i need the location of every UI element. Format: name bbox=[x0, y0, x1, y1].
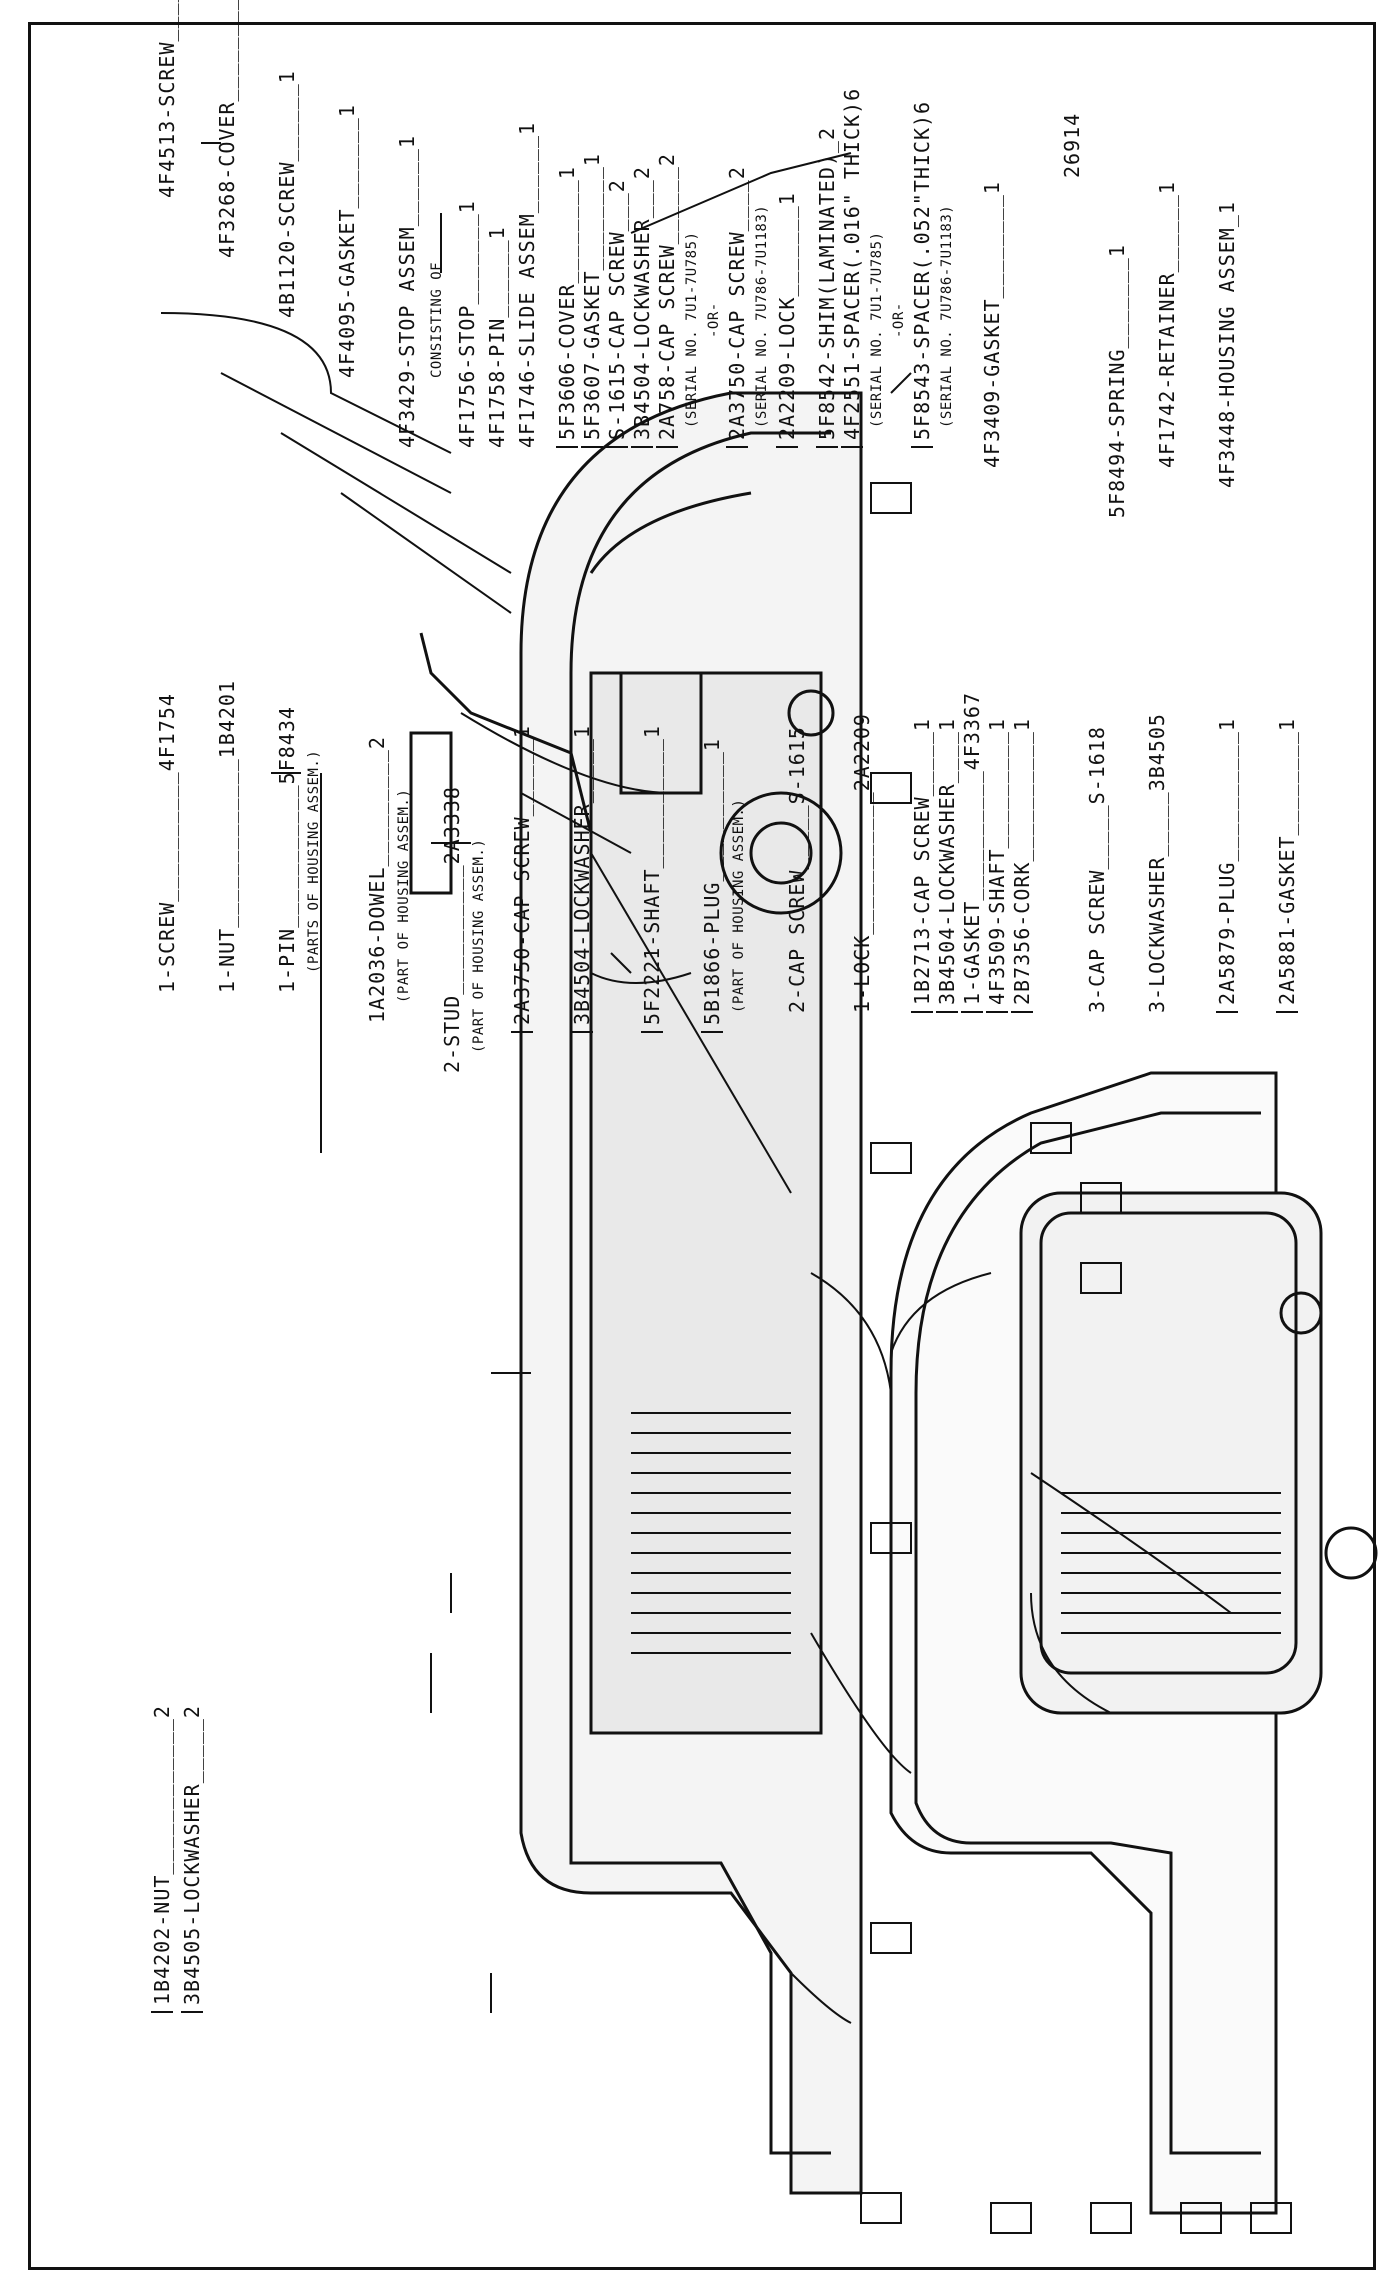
part-label: 3B4504-LOCKWASHER____1 bbox=[935, 718, 959, 1013]
part-label: 4B1120-SCREW______1 bbox=[275, 70, 299, 318]
callout-brackets bbox=[201, 142, 531, 2013]
part-note: (SERIAL NO. 7U1-7U785) bbox=[684, 231, 700, 428]
part-label: 5F8542-SHIM(LAMINATED)_2 bbox=[815, 127, 839, 448]
part-label: 5F3606-COVER________1 bbox=[555, 166, 579, 448]
part-label: 4F1742-RETAINER______1 bbox=[1155, 181, 1179, 468]
part-note: CONSISTING OF bbox=[429, 261, 445, 378]
part-note: (PART OF HOUSING ASSEM.) bbox=[731, 798, 747, 1013]
rotated-drawing: 26914 4F4513-SCREW______1 4F3268-COVER__… bbox=[31, 0, 1379, 2273]
part-label: 4F3429-STOP ASSEM______1 bbox=[395, 135, 419, 448]
part-label: 5F8494-SPRING_______1 bbox=[1105, 244, 1129, 518]
part-note: (PARTS OF HOUSING ASSEM.) bbox=[306, 749, 322, 973]
drawing-frame: 26914 4F4513-SCREW______1 4F3268-COVER__… bbox=[28, 0, 1379, 2273]
part-note: (PART OF HOUSING ASSEM.) bbox=[471, 838, 487, 1053]
part-label: 4F3268-COVER___________1 bbox=[215, 0, 239, 258]
assembly-drawing bbox=[160, 142, 1378, 2234]
part-label: 2A3750-CAP SCREW______1 bbox=[510, 725, 534, 1033]
exterior-view bbox=[889, 1071, 1378, 2234]
part-label: 3B4505-LOCKWASHER_____2 bbox=[180, 1705, 204, 2013]
part-label: 5F8543-SPACER(.052"THICK)6 bbox=[910, 100, 934, 448]
part-label: 2A3750-CAP SCREW____2 bbox=[725, 166, 749, 448]
part-label: 4F3448-HOUSING ASSEM_1 bbox=[1215, 201, 1239, 488]
part-label: S-1615-CAP SCREW___2 bbox=[605, 179, 629, 448]
part-label: 1-SCREW__________4F1754 bbox=[155, 693, 179, 993]
part-label: 5F2221-SHAFT__________1 bbox=[640, 725, 664, 1033]
part-label: 1-PIN___________5F8434 bbox=[275, 706, 299, 993]
part-label: 3B4504-LOCKWASHER_____1 bbox=[570, 725, 594, 1033]
part-note: -OR- bbox=[706, 302, 722, 338]
part-label: 4F3509-SHAFT_________1 bbox=[985, 718, 1009, 1013]
part-label: 2A5879-PLUG__________1 bbox=[1215, 718, 1239, 1013]
part-label: 3-LOCKWASHER_____3B4505 bbox=[1145, 713, 1169, 1013]
part-label: 4F2551-SPACER(.016" THICK)6 bbox=[840, 87, 864, 448]
leader-lines bbox=[160, 152, 1232, 2024]
part-label: 1B4202-NUT____________2 bbox=[150, 1705, 174, 2013]
section-view bbox=[409, 391, 912, 2224]
part-label: 1B2713-CAP SCREW_____1 bbox=[910, 718, 934, 1013]
part-note: (SERIAL NO. 7U786-7U1183) bbox=[939, 204, 955, 428]
part-label: 4F1756-STOP_______1 bbox=[455, 200, 479, 448]
part-note: (PART OF HOUSING ASSEM.) bbox=[396, 788, 412, 1003]
part-label: 4F4095-GASKET_______1 bbox=[335, 104, 359, 378]
part-label: 2A5881-GASKET________1 bbox=[1275, 718, 1299, 1013]
part-label: 2-CAP SCREW_____S-1615 bbox=[785, 726, 809, 1013]
part-label: 3-CAP SCREW_____S-1618 bbox=[1085, 726, 1109, 1013]
part-label: 5B1866-PLUG__________1 bbox=[700, 738, 724, 1033]
part-label: 2B7356-CORK__________1 bbox=[1010, 718, 1034, 1013]
part-label: 1-NUT_____________1B4201 bbox=[215, 680, 239, 993]
part-label: 1-LOCK___________2A2209 bbox=[850, 713, 874, 1013]
figure-number: 26914 bbox=[1060, 112, 1084, 178]
part-label: 5F3607-GASKET________1 bbox=[580, 153, 604, 448]
part-label: 4F3409-GASKET________1 bbox=[980, 181, 1004, 468]
part-label: 4F1746-SLIDE ASSEM______1 bbox=[515, 121, 539, 448]
part-label: 3B4504-LOCKWASHER___2 bbox=[630, 166, 654, 448]
part-label: 4F1758-PIN______1 bbox=[485, 226, 509, 448]
part-label: 1A2036-DOWEL_________2 bbox=[365, 736, 389, 1023]
part-label: 2-STUD__________2A3338 bbox=[440, 786, 464, 1073]
part-note: (SERIAL NO. 7U1-7U785) bbox=[869, 231, 885, 428]
part-label: 1-GASKET__________4F3367 bbox=[960, 692, 984, 1013]
part-note: (SERIAL NO. 7U786-7U1183) bbox=[754, 204, 770, 428]
part-label: 4F4513-SCREW______1 bbox=[155, 0, 179, 198]
part-note: -OR- bbox=[891, 302, 907, 338]
part-label: 2A2209-LOCK_______1 bbox=[775, 192, 799, 448]
part-label: 2A758-CAP SCREW______2 bbox=[655, 153, 679, 448]
